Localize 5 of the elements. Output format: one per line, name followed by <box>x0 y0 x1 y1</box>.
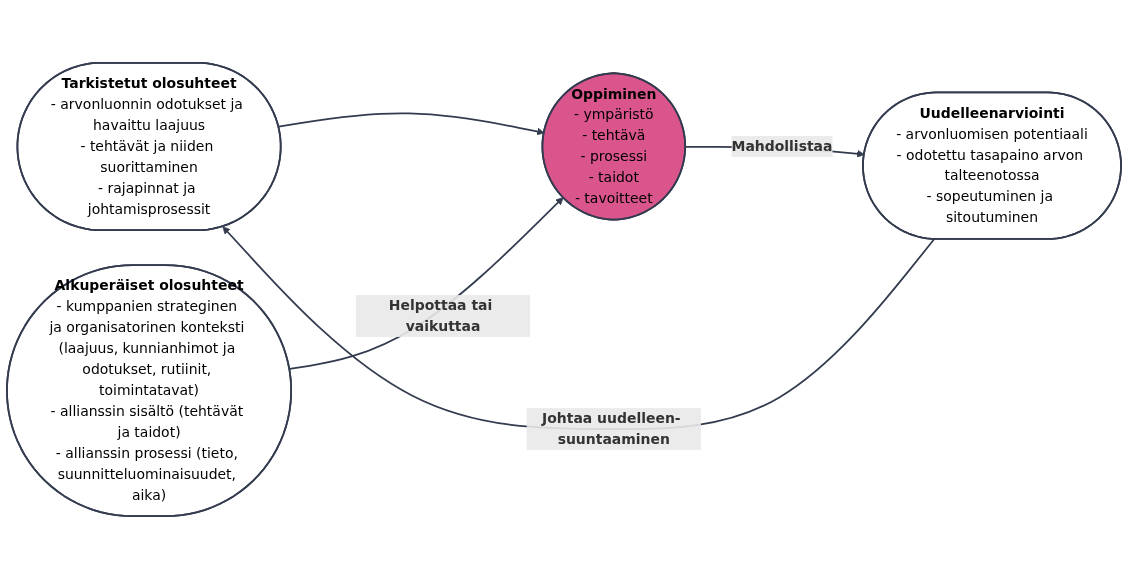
edge-label: Johtaa uudelleen- suuntaaminen <box>542 409 681 448</box>
arrow <box>288 197 564 370</box>
edge-label: Helpottaa tai vaikuttaa <box>388 296 493 335</box>
edge-label: Mahdollistaa <box>731 137 833 155</box>
arrow <box>222 226 935 430</box>
